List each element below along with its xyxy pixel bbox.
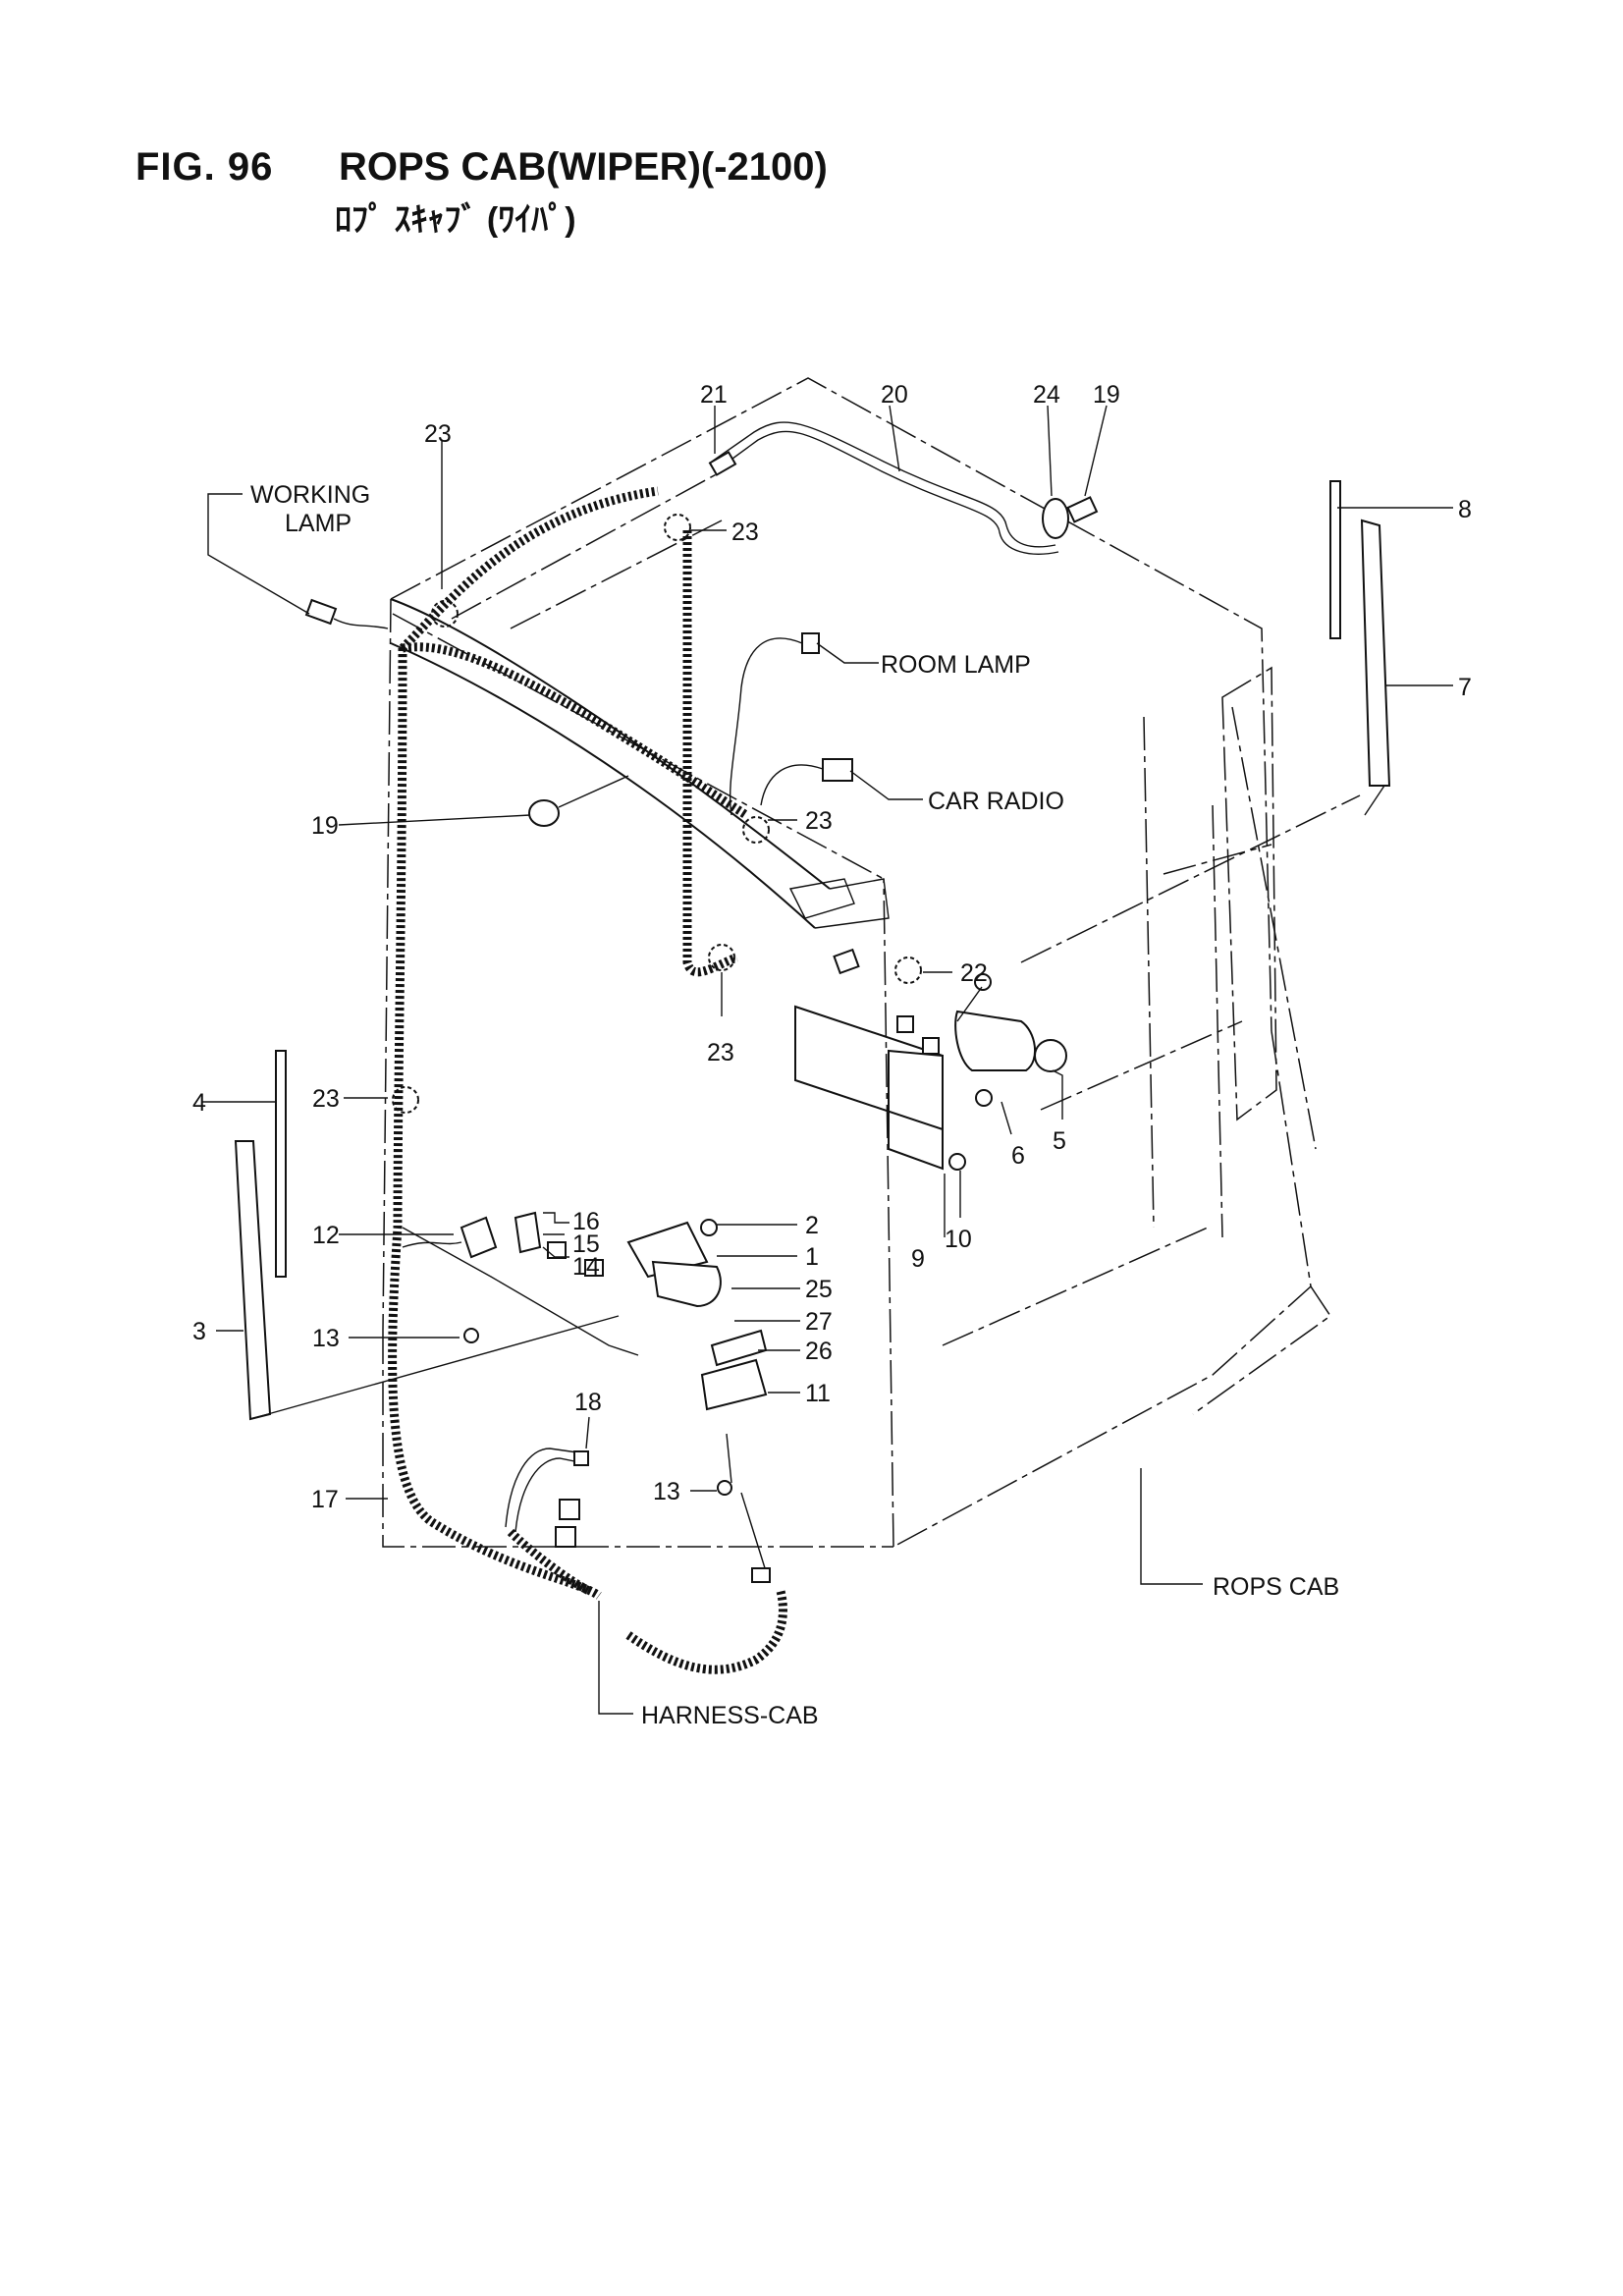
bracket-11	[700, 1358, 768, 1411]
connectors	[304, 598, 860, 975]
harness-plug	[833, 948, 860, 975]
callout-23d: 23	[707, 1039, 734, 1066]
callout-11: 11	[805, 1380, 831, 1407]
callout-1: 1	[805, 1243, 819, 1271]
callout-23c: 23	[805, 807, 833, 835]
figure-title: ROPS CAB(WIPER)(-2100)	[339, 145, 828, 189]
callout-22: 22	[960, 959, 988, 987]
clamps	[392, 514, 922, 1114]
wiper-arms	[234, 480, 1391, 1421]
callout-27: 27	[805, 1308, 833, 1336]
bolt-13b	[717, 1480, 732, 1496]
rops-cab-outline	[382, 377, 1361, 1548]
callout-15: 15	[572, 1230, 600, 1258]
label-car-radio: CAR RADIO	[928, 788, 1064, 815]
figure-number: FIG. 96	[135, 145, 274, 189]
car-radio-connector	[822, 758, 853, 782]
callout-9: 9	[911, 1245, 925, 1273]
label-rops-cab: ROPS CAB	[1213, 1573, 1339, 1601]
callout-19a: 19	[1093, 381, 1120, 409]
callout-6: 6	[1011, 1142, 1025, 1170]
switch-14-16	[514, 1211, 542, 1254]
callout-18: 18	[574, 1389, 602, 1416]
callout-4: 4	[192, 1089, 206, 1117]
room-lamp-connector	[801, 632, 820, 654]
nozzle-19-top	[1066, 496, 1099, 523]
nozzle-19	[528, 799, 560, 827]
harness-hoses	[388, 486, 787, 1674]
bolt-10	[948, 1153, 966, 1171]
callout-12: 12	[312, 1222, 340, 1249]
arm-3	[234, 1140, 272, 1421]
blade-4	[275, 1050, 287, 1278]
rear-wiper-motor-assembly	[794, 973, 1067, 1171]
callout-20: 20	[881, 381, 908, 409]
text-labels: WORKING LAMP ROOM LAMP CAR RADIO ROPS CA…	[250, 481, 1339, 1729]
callout-14: 14	[572, 1253, 600, 1281]
working-lamp-connector	[304, 598, 338, 626]
callout-26: 26	[805, 1338, 833, 1365]
blade-8	[1329, 480, 1341, 639]
callout-21: 21	[700, 381, 728, 409]
callout-numbers: 23 21 20 24 19 23 8 7 19 23 22 23 5 4 23…	[192, 381, 1472, 1513]
callout-5: 5	[1053, 1127, 1066, 1155]
front-wiper-motor-assembly	[402, 1211, 771, 1583]
callout-13b: 13	[653, 1478, 680, 1505]
callout-25: 25	[805, 1276, 833, 1303]
screw-2	[700, 1219, 718, 1236]
callout-8: 8	[1458, 496, 1472, 523]
label-harness-cab: HARNESS-CAB	[641, 1702, 819, 1729]
figure-subtitle: ﾛﾌﾟ ｽｷｬﾌﾞ (ﾜｲﾊﾟ)	[335, 201, 576, 239]
grommet-24	[1042, 498, 1069, 539]
callout-23a: 23	[424, 420, 452, 448]
nut-6	[975, 1089, 993, 1107]
bolt-13	[463, 1328, 479, 1343]
callout-7: 7	[1458, 674, 1472, 701]
callout-23e: 23	[312, 1085, 340, 1113]
label-working-lamp-line1: WORKING	[250, 481, 370, 509]
callout-2: 2	[805, 1212, 819, 1239]
callout-23b: 23	[731, 519, 759, 546]
callout-16: 16	[572, 1208, 600, 1235]
box-12	[460, 1216, 498, 1259]
callout-24: 24	[1033, 381, 1060, 409]
callout-3: 3	[192, 1318, 206, 1345]
harness-18	[573, 1450, 589, 1466]
callout-17: 17	[311, 1486, 339, 1513]
label-room-lamp: ROOM LAMP	[881, 651, 1031, 679]
callout-13a: 13	[312, 1325, 340, 1352]
label-working-lamp-line2: LAMP	[285, 510, 352, 537]
leader-lines	[201, 405, 1453, 1715]
callout-19b: 19	[311, 812, 339, 840]
washer-tube	[708, 421, 1099, 555]
tube-connector-21	[708, 451, 737, 476]
arm-7	[1360, 519, 1391, 787]
cover-25-27	[710, 1329, 768, 1367]
callout-10: 10	[945, 1226, 972, 1253]
